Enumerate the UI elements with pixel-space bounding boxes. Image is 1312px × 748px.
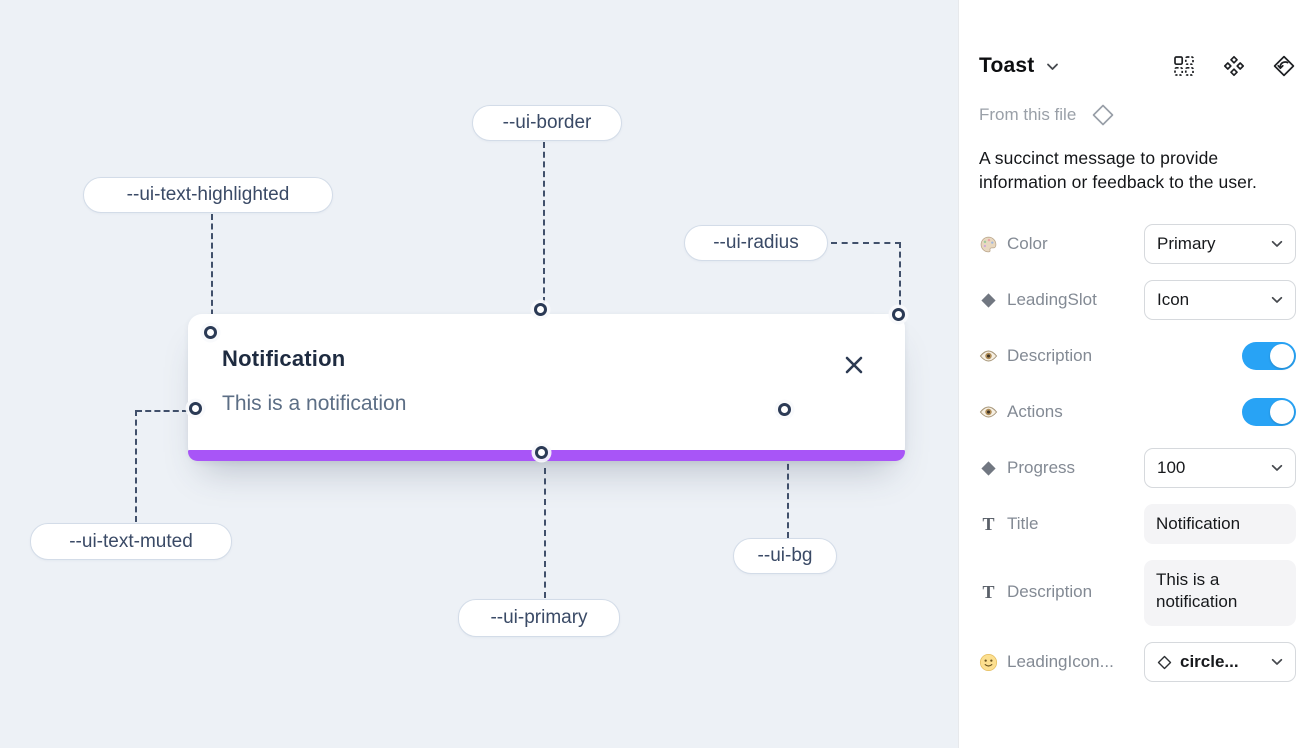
leadingslot-select-value: Icon <box>1157 290 1190 310</box>
pill-ui-border[interactable]: --ui-border <box>472 105 622 141</box>
description-toggle[interactable] <box>1242 342 1296 371</box>
color-select-value: Primary <box>1157 234 1216 254</box>
actions-toggle[interactable] <box>1242 398 1296 427</box>
inspect-panel: Toast <box>958 0 1312 748</box>
text-type-icon: T <box>982 513 995 534</box>
connector-ui-text-highlighted <box>211 214 213 325</box>
prop-label-color: Color <box>1007 234 1048 254</box>
prop-label-progress: Progress <box>1007 458 1076 478</box>
design-canvas[interactable]: Notification This is a notification --ui… <box>0 0 958 748</box>
eye-icon <box>979 347 998 366</box>
chevron-down-icon <box>1271 659 1283 666</box>
connector-ui-radius-v <box>899 242 901 306</box>
component-diamond-icon <box>1090 102 1116 128</box>
palette-icon <box>979 235 998 254</box>
prop-label-description-toggle: Description <box>1007 346 1093 366</box>
connector-ui-text-muted-v <box>135 410 137 522</box>
toast-title: Notification <box>222 346 346 371</box>
prop-label-leadingicon: LeadingIcon... <box>1007 652 1114 672</box>
toast-component[interactable]: Notification This is a notification <box>188 314 905 461</box>
pill-ui-text-muted[interactable]: --ui-text-muted <box>30 523 232 560</box>
source-row: From this file <box>979 102 1296 128</box>
node-primary[interactable] <box>535 446 548 459</box>
description-field[interactable]: This is a notification <box>1144 560 1296 627</box>
source-label: From this file <box>979 105 1077 124</box>
chevron-down-icon <box>1271 297 1283 304</box>
connector-ui-radius-h <box>831 242 901 244</box>
pill-ui-text-highlighted[interactable]: --ui-text-highlighted <box>83 177 333 213</box>
prop-row-progress: Progress 100 <box>979 448 1296 489</box>
leadingicon-select-value: circle... <box>1180 652 1239 672</box>
component-description: A succinct message to provide informatio… <box>979 148 1257 193</box>
component-title: Toast <box>979 54 1035 77</box>
prop-row-description-field: T Description This is a notification <box>979 560 1296 627</box>
pill-ui-bg[interactable]: --ui-bg <box>733 538 837 574</box>
text-type-icon: T <box>982 581 995 602</box>
connector-ui-border <box>543 142 545 303</box>
diamond-icon <box>979 291 998 310</box>
connector-ui-bg <box>787 425 789 538</box>
prop-label-title: Title <box>1007 514 1039 534</box>
color-select[interactable]: Primary <box>1144 224 1296 265</box>
chevron-down-icon <box>1271 241 1283 248</box>
node-border[interactable] <box>534 303 547 316</box>
prop-row-title: T Title Notification <box>979 504 1296 545</box>
instance-diamond-icon <box>1157 655 1172 670</box>
title-field[interactable]: Notification <box>1144 504 1296 545</box>
property-list: Color Primary LeadingSlot <box>979 224 1296 683</box>
prop-row-leadingslot: LeadingSlot Icon <box>979 280 1296 321</box>
component-properties-icon[interactable] <box>1172 54 1196 78</box>
smiley-icon <box>979 653 998 672</box>
chevron-down-icon[interactable] <box>1046 62 1059 71</box>
pill-ui-primary[interactable]: --ui-primary <box>458 599 620 637</box>
prop-row-leadingicon: LeadingIcon... circle... <box>979 642 1296 683</box>
connector-ui-primary <box>544 468 546 598</box>
prop-row-description-toggle: Description <box>979 336 1296 376</box>
go-to-main-component-icon[interactable] <box>1272 54 1296 78</box>
pill-ui-radius[interactable]: --ui-radius <box>684 225 828 261</box>
connector-ui-text-muted-h <box>136 410 188 412</box>
node-text-muted[interactable] <box>189 402 202 415</box>
toast-description: This is a notification <box>222 392 407 415</box>
variants-icon[interactable] <box>1222 54 1246 78</box>
prop-label-description-field: Description <box>1007 582 1093 602</box>
progress-select[interactable]: 100 <box>1144 448 1296 489</box>
node-radius[interactable] <box>892 308 905 321</box>
diamond-icon <box>979 459 998 478</box>
progress-select-value: 100 <box>1157 458 1186 478</box>
leadingslot-select[interactable]: Icon <box>1144 280 1296 321</box>
close-icon[interactable] <box>843 354 865 376</box>
eye-icon <box>979 403 998 422</box>
node-text-highlighted[interactable] <box>204 326 217 339</box>
leadingicon-select[interactable]: circle... <box>1144 642 1296 683</box>
prop-label-leadingslot: LeadingSlot <box>1007 290 1097 310</box>
prop-label-actions-toggle: Actions <box>1007 402 1063 422</box>
prop-row-color: Color Primary <box>979 224 1296 265</box>
node-bg[interactable] <box>778 403 791 416</box>
panel-header: Toast <box>979 54 1296 78</box>
prop-row-actions-toggle: Actions <box>979 392 1296 432</box>
chevron-down-icon <box>1271 465 1283 472</box>
